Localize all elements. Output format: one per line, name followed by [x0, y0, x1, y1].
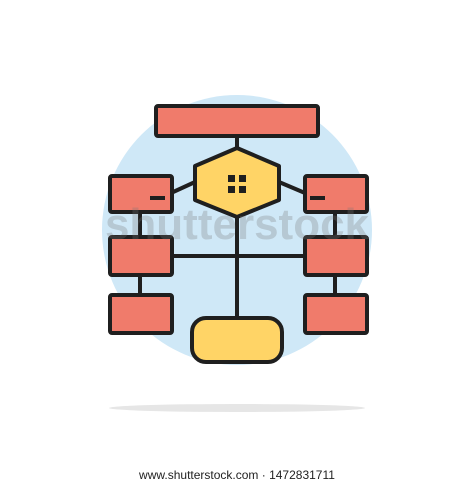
grid-glyph-icon — [228, 175, 246, 193]
connector-lines — [138, 134, 337, 320]
footer-bar: www.shutterstock.com · 1472831711 — [0, 462, 474, 489]
left-box-middle — [108, 235, 174, 277]
decision-hexagon — [193, 146, 281, 219]
right-box-middle — [303, 235, 369, 277]
left-box-bottom — [108, 293, 174, 335]
left-box-top — [108, 174, 174, 214]
top-bar — [154, 104, 320, 138]
terminal-box — [190, 316, 284, 364]
right-box-bottom — [303, 293, 369, 335]
footer-text: www.shutterstock.com · 1472831711 — [139, 468, 335, 482]
right-box-top — [303, 174, 369, 214]
ground-shadow — [109, 404, 365, 412]
